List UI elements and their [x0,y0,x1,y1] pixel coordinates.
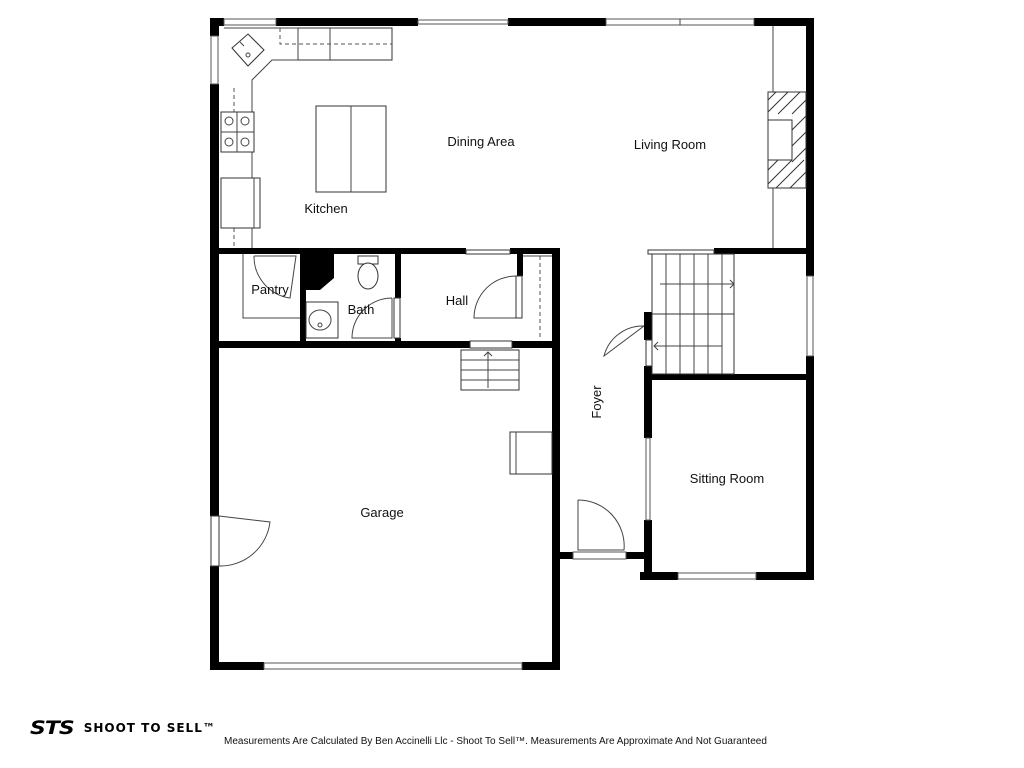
logo-text: SHOOT TO SELL™ [83,721,216,735]
kitchen-label: Kitchen [304,201,347,216]
foyer-fixtures [577,325,653,551]
hall-label: Hall [446,293,469,308]
main-stairs [647,249,735,375]
bath-fixtures [305,255,401,339]
dining-area-label: Dining Area [447,134,515,149]
pantry-label: Pantry [251,282,289,297]
room-labels: Dining Area Living Room Kitchen Pantry B… [251,134,764,520]
bath-label: Bath [348,302,375,317]
garage-fixtures [210,431,553,567]
interior-walls [210,248,814,580]
exterior-walls [210,18,814,670]
garage-label: Garage [360,505,403,520]
sitting-room-label: Sitting Room [690,471,764,486]
logo-mark: STS [30,717,75,739]
kitchen-fixtures [220,27,393,248]
foyer-label: Foyer [589,385,604,419]
measurement-disclaimer: Measurements Are Calculated By Ben Accin… [224,736,767,747]
living-room-label: Living Room [634,137,706,152]
fireplace [767,26,807,248]
sts-logo: STS SHOOT TO SELL™ [30,716,230,740]
hall-fixtures [460,249,552,391]
pantry-fixtures [242,254,300,319]
